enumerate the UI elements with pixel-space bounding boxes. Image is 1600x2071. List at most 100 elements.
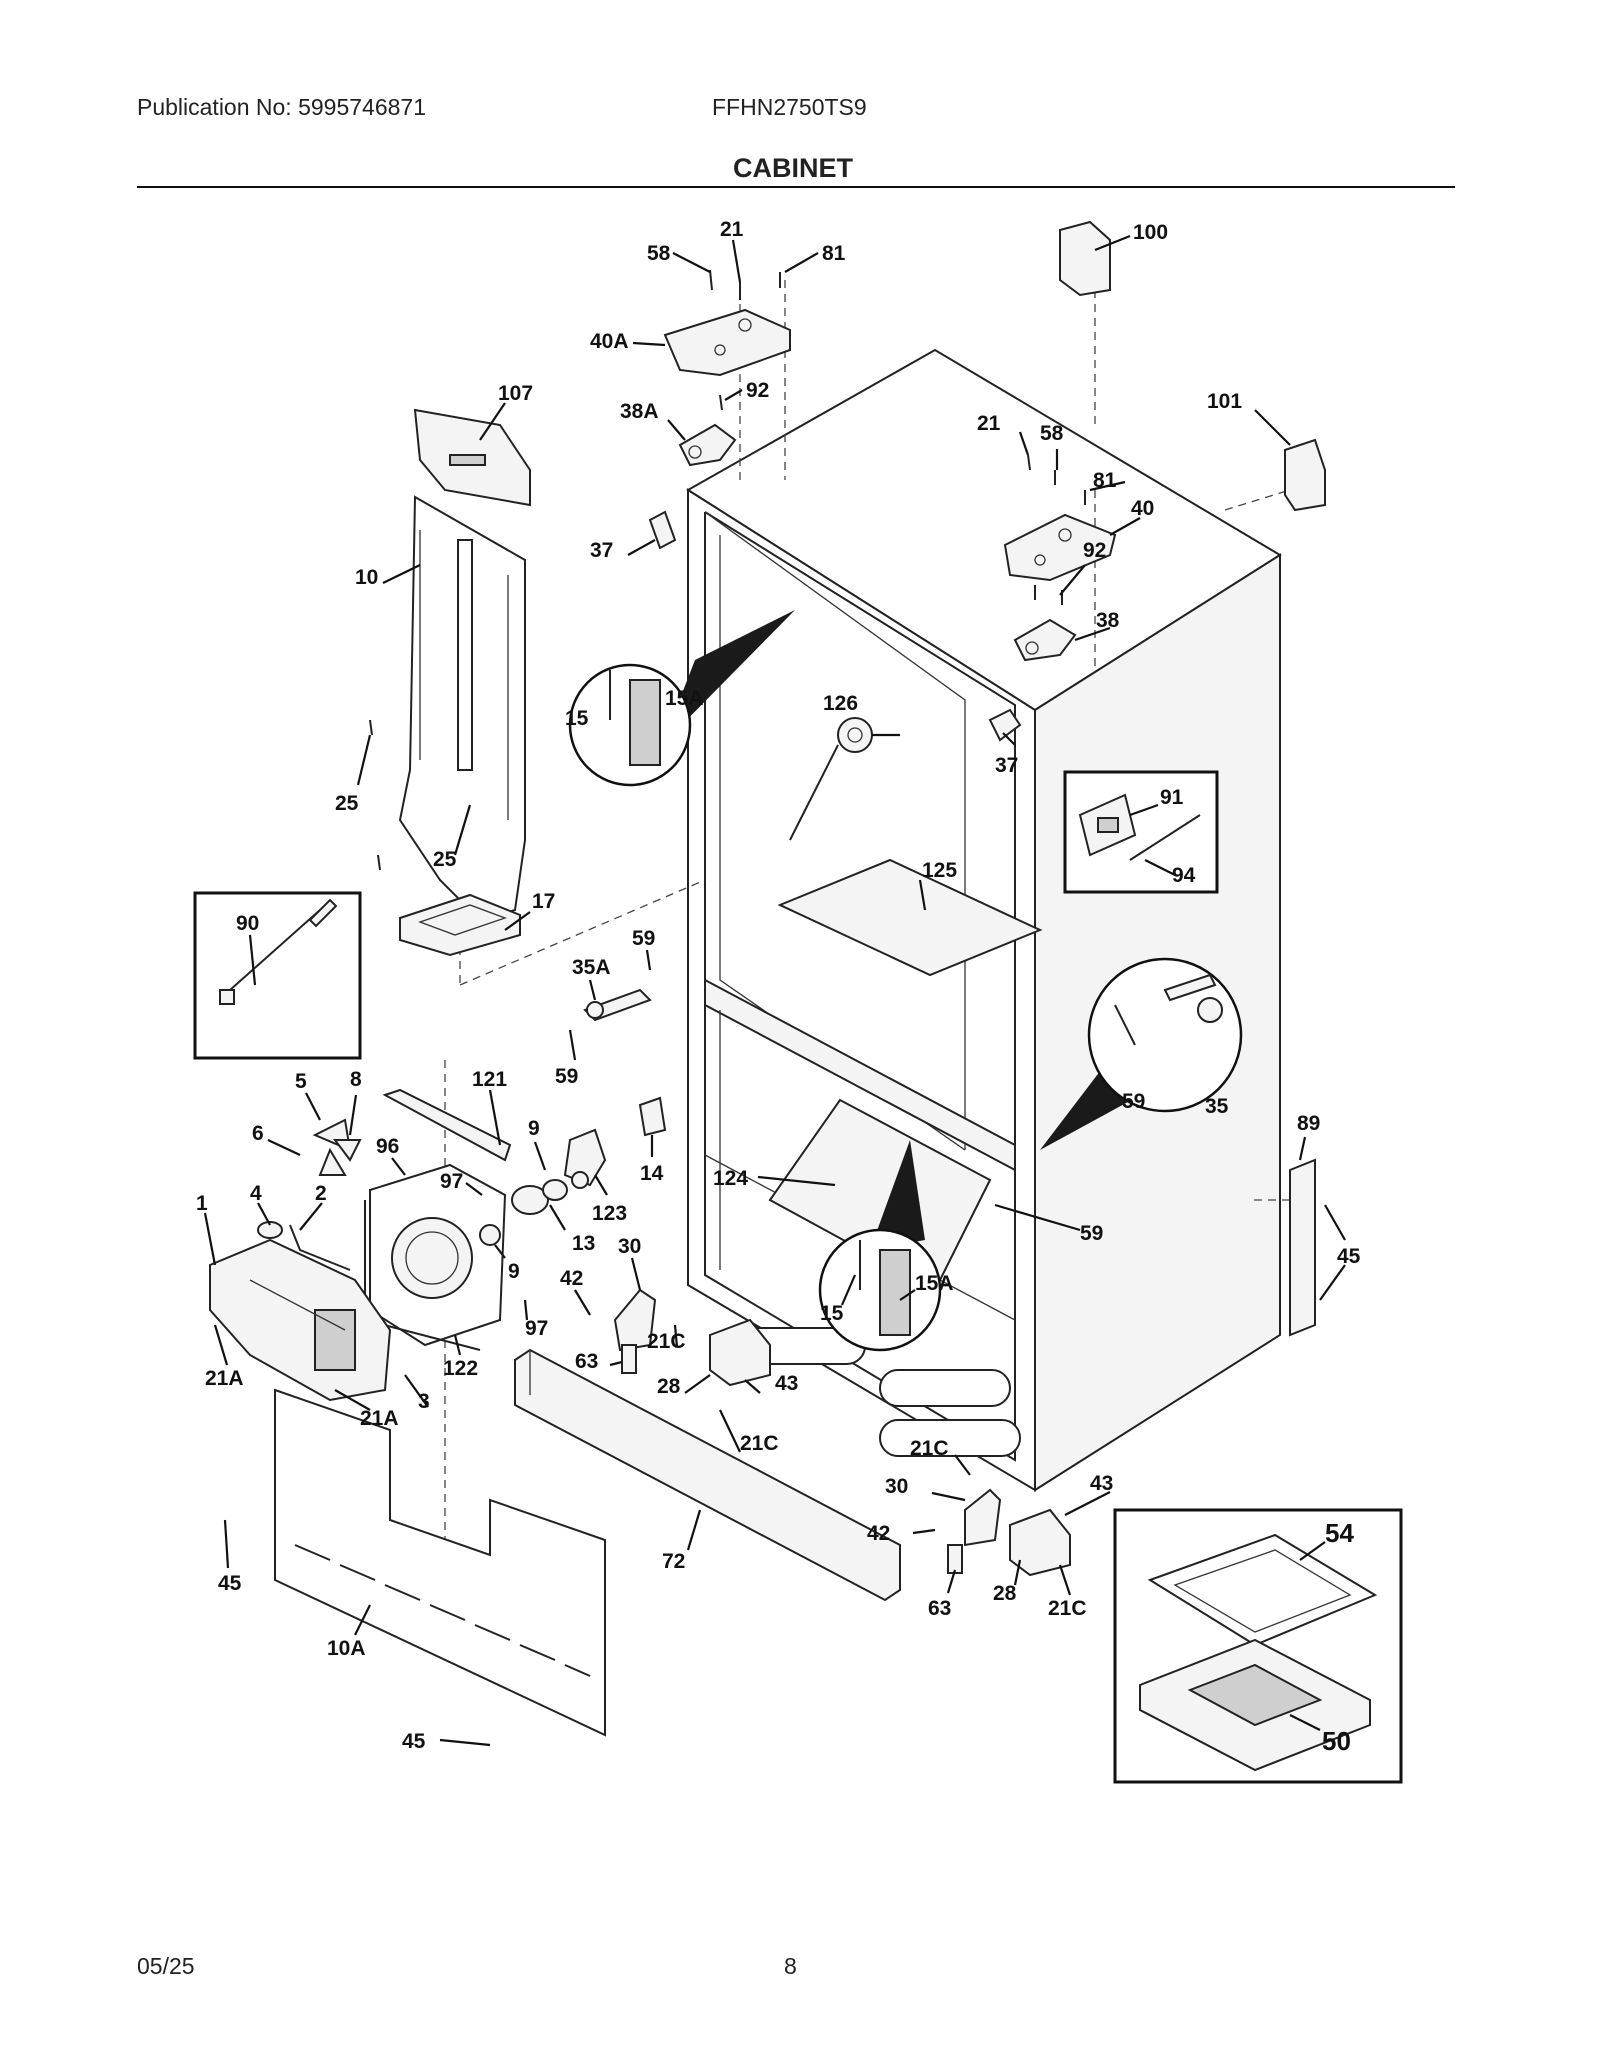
callout-91: 91 <box>1160 786 1184 809</box>
panel-vents <box>294 1544 591 1677</box>
right-hinge-38 <box>1013 618 1077 662</box>
evaporator-housing-1 <box>209 1238 392 1402</box>
callout-58-right: 58 <box>1040 422 1064 445</box>
callout-59-b: 59 <box>555 1065 578 1088</box>
callout-101: 101 <box>1207 390 1242 413</box>
callout-37-right: 37 <box>995 754 1018 777</box>
callout-15-top: 15 <box>565 707 589 730</box>
roller-28-left <box>709 1318 771 1387</box>
duct-screws <box>369 719 381 871</box>
callout-6: 6 <box>252 1122 264 1145</box>
callout-123: 123 <box>592 1202 627 1225</box>
callout-100: 100 <box>1133 221 1168 244</box>
callout-15A-bottom: 15A <box>915 1272 954 1295</box>
magnifier-top <box>568 610 795 787</box>
callout-2: 2 <box>315 1182 327 1205</box>
callout-45-bottom: 45 <box>402 1730 426 1753</box>
roller-bracket-30-right <box>964 1488 1002 1547</box>
cabinet-liner <box>704 511 1016 1462</box>
left-hinge-40A <box>663 308 791 377</box>
bracket-123 <box>563 1128 607 1187</box>
motor-13 <box>511 1179 568 1215</box>
top-screws <box>709 269 1086 605</box>
footer-date: 05/25 <box>137 1953 195 1979</box>
control-board-50 <box>1139 1638 1371 1772</box>
cabinet-body <box>686 348 1282 1492</box>
callout-54: 54 <box>1325 1518 1354 1548</box>
callout-94: 94 <box>1172 864 1196 887</box>
callout-10A: 10A <box>327 1637 366 1660</box>
callout-3: 3 <box>418 1390 430 1413</box>
stop-37-left <box>648 510 677 550</box>
callout-63-left: 63 <box>575 1350 598 1373</box>
callout-45-left: 45 <box>218 1572 242 1595</box>
callout-10: 10 <box>355 566 378 589</box>
fan-cover-96 <box>369 1163 507 1347</box>
callout-124: 124 <box>713 1167 748 1190</box>
callout-125: 125 <box>922 859 957 882</box>
callout-9-lower: 9 <box>508 1260 520 1283</box>
drain-4 <box>257 1221 283 1239</box>
model-number: FFHN2750TS9 <box>712 94 867 120</box>
callout-14: 14 <box>640 1162 664 1185</box>
roller-28-right <box>1009 1508 1071 1577</box>
fan-blade-5 <box>312 1118 362 1176</box>
bracket-101 <box>1284 438 1326 512</box>
duct-tray-17 <box>399 893 521 957</box>
callout-9-upper: 9 <box>528 1117 540 1140</box>
magnifier-bottom <box>818 1140 942 1352</box>
callout-21A-left: 21A <box>205 1367 244 1390</box>
callout-labels: 21 58 81 100 40A 107 92 38A 101 21 58 81… <box>196 218 1361 1756</box>
callout-1: 1 <box>196 1192 208 1215</box>
roller-bracket-30-left <box>613 1288 657 1352</box>
shelf-125 <box>777 858 1043 977</box>
callout-126: 126 <box>823 692 858 715</box>
callout-50: 50 <box>1322 1726 1351 1756</box>
heater-2 <box>289 1224 351 1271</box>
bracket-100 <box>1059 220 1111 297</box>
callout-92-right: 92 <box>1083 539 1106 562</box>
callout-28-left: 28 <box>657 1375 681 1398</box>
callout-42-left: 42 <box>560 1267 583 1290</box>
callout-30-left: 30 <box>618 1235 641 1258</box>
callout-15A-top: 15A <box>665 687 704 710</box>
access-panel-10A <box>274 1388 606 1737</box>
lower-opening-3 <box>879 1419 1021 1457</box>
callout-107: 107 <box>498 382 533 405</box>
callout-81-right: 81 <box>1093 469 1117 492</box>
callout-17: 17 <box>532 890 555 913</box>
grommet-9 <box>479 1171 589 1246</box>
callout-81-top: 81 <box>822 242 846 265</box>
kickplate-72 <box>514 1348 901 1602</box>
callout-30-right: 30 <box>885 1475 908 1498</box>
leader-lines <box>203 234 1346 1747</box>
callout-40A: 40A <box>590 330 629 353</box>
thermistor-94 <box>1129 814 1201 861</box>
fresh-food-back-edge <box>704 511 966 1150</box>
left-hinge-38A <box>678 423 737 467</box>
callout-96: 96 <box>376 1135 399 1158</box>
bracket-35A <box>583 988 652 1022</box>
callout-40: 40 <box>1131 497 1154 520</box>
callout-59-c: 59 <box>1080 1222 1103 1245</box>
publication-number: Publication No: 5995746871 <box>137 94 427 120</box>
callout-21C-b: 21C <box>740 1432 779 1455</box>
callout-63-right: 63 <box>928 1597 951 1620</box>
callout-25-upper: 25 <box>335 792 359 815</box>
callout-72: 72 <box>662 1550 685 1573</box>
callout-28-right: 28 <box>993 1582 1017 1605</box>
callout-97-upper: 97 <box>440 1170 463 1193</box>
air-duct-10 <box>398 495 526 922</box>
callout-90: 90 <box>236 912 259 935</box>
section-title: CABINET <box>733 153 853 183</box>
callout-121: 121 <box>472 1068 507 1091</box>
callout-21A-mid: 21A <box>360 1407 399 1430</box>
callout-59-a: 59 <box>632 927 655 950</box>
callout-58-top: 58 <box>647 242 671 265</box>
callout-43-left: 43 <box>775 1372 798 1395</box>
callout-35: 35 <box>1205 1095 1229 1118</box>
callout-4: 4 <box>250 1182 262 1205</box>
header-rule <box>137 186 1455 188</box>
mullion <box>704 978 1016 1172</box>
